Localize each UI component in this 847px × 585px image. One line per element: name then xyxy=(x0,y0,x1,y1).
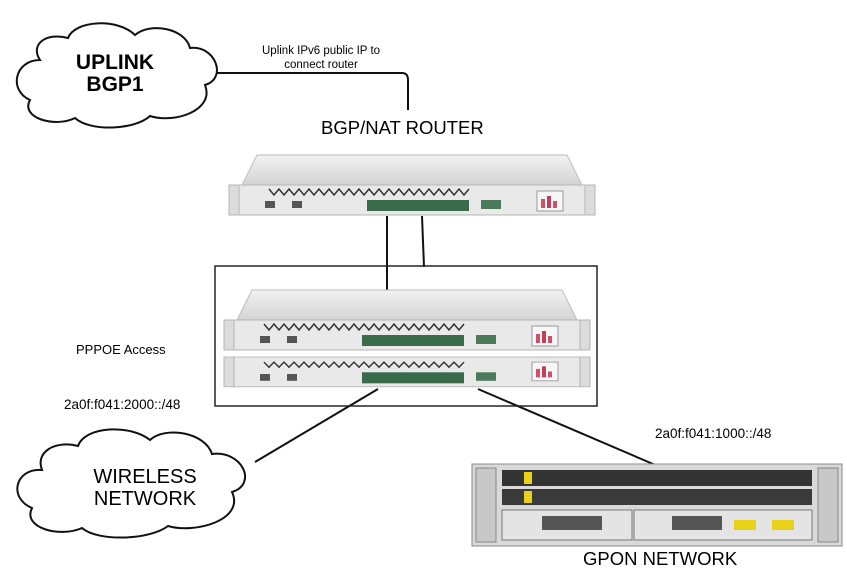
wireless-cloud-line1: WIRELESS xyxy=(93,466,197,488)
gpon-prefix: 2a0f:f041:1000::/48 xyxy=(655,426,772,441)
wireless-prefix: 2a0f:f041:2000::/48 xyxy=(64,397,181,412)
gpon-olt-device xyxy=(471,463,843,547)
uplink-note-line2: connect router xyxy=(284,59,358,71)
wireless-link xyxy=(254,388,379,463)
wireless-cloud-line2: NETWORK xyxy=(93,488,197,510)
pppoe-group-box xyxy=(214,265,598,407)
uplink-note: Uplink IPv6 public IP to connect router xyxy=(262,44,380,72)
uplink-cloud xyxy=(15,22,218,129)
pppoe-label: PPPOE Access xyxy=(76,342,166,357)
gpon-title: GPON NETWORK xyxy=(583,548,738,569)
uplink-cloud-label: UPLINK BGP1 xyxy=(60,51,170,97)
uplink-cable xyxy=(210,72,409,110)
wireless-cloud xyxy=(16,428,246,539)
router-link-2 xyxy=(421,215,425,268)
router-title: BGP/NAT ROUTER xyxy=(321,117,484,138)
uplink-note-line1: Uplink IPv6 public IP to xyxy=(262,45,381,57)
uplink-cloud-line1: UPLINK xyxy=(75,51,155,74)
wireless-cloud-label: WIRELESS NETWORK xyxy=(70,466,220,510)
uplink-cloud-line2: BGP1 xyxy=(86,73,144,97)
pppoe-router-device-1 xyxy=(223,289,591,351)
bgp-nat-router-device xyxy=(228,154,596,216)
gpon-link xyxy=(477,388,661,468)
pppoe-router-device-2 xyxy=(223,356,591,388)
